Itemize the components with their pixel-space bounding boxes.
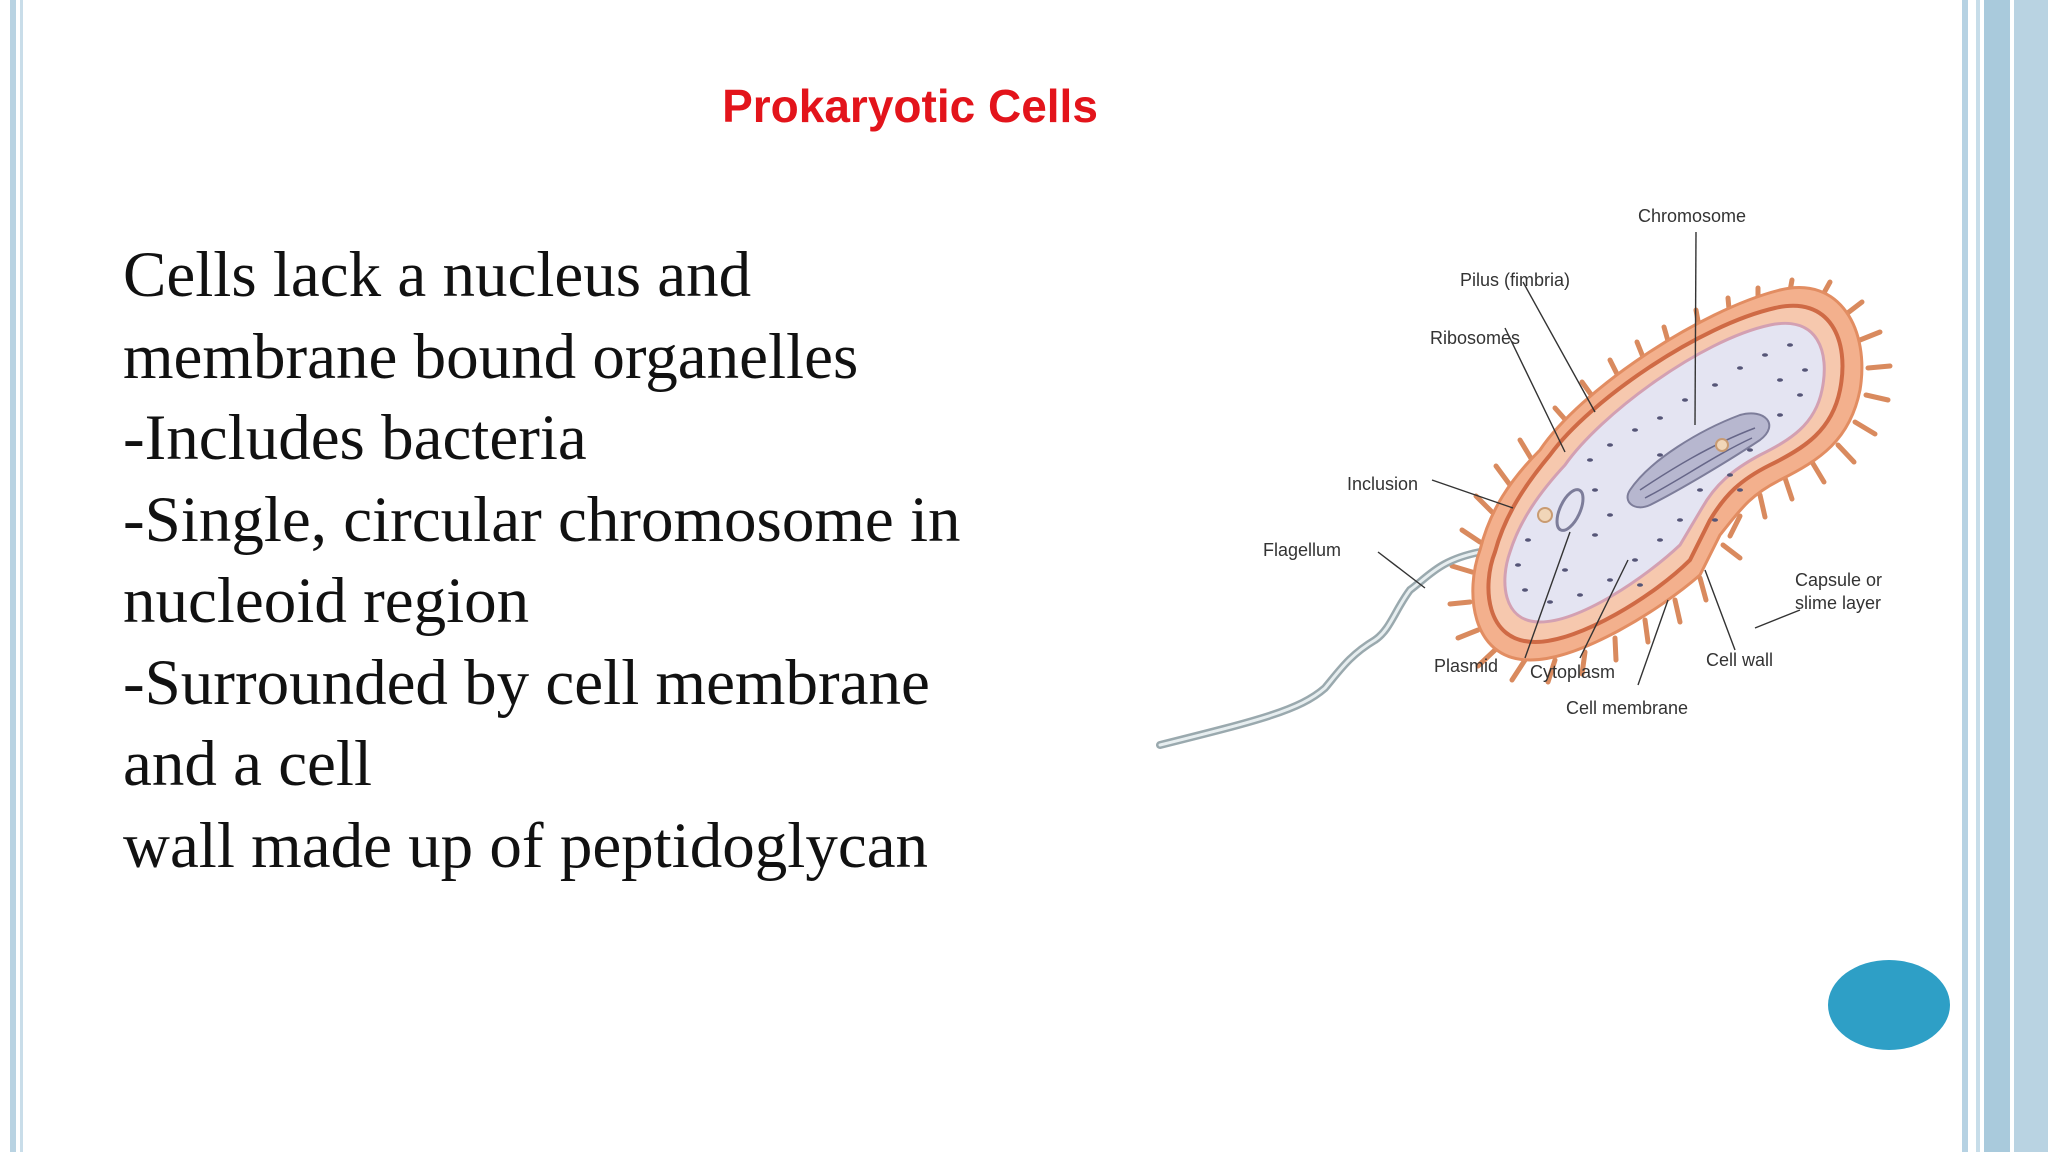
body-line: -Single, circular chromosome in: [123, 483, 961, 556]
label-flagellum: Flagellum: [1263, 540, 1341, 560]
pilus-strand: [1455, 627, 1481, 641]
ribosome-dot: [1737, 488, 1743, 492]
pilus-strand: [1579, 649, 1588, 677]
pilus-strand: [1852, 419, 1878, 437]
body-line: wall made up of peptidoglycan: [123, 809, 929, 882]
label-ribosomes: Ribosomes: [1430, 328, 1520, 348]
ribosome-dot: [1657, 538, 1663, 542]
prokaryotic-cell-diagram: Chromosome Pilus (fimbria) Ribosomes Inc…: [1140, 190, 1900, 770]
label-cell-membrane: Cell membrane: [1566, 698, 1688, 718]
left-border-decoration: [0, 0, 28, 1152]
ribosome-dot: [1787, 343, 1793, 347]
pilus-strand: [1545, 657, 1558, 685]
pilus-strand: [1720, 542, 1743, 561]
ribosome-dot: [1607, 513, 1613, 517]
pilus-strand: [1447, 599, 1473, 607]
pilus-strand: [1517, 437, 1535, 463]
ribosome-dot: [1712, 383, 1718, 387]
slide-nav-button[interactable]: [1828, 960, 1950, 1050]
ribosome-dot: [1587, 458, 1593, 462]
right-border-decoration: [1958, 0, 2048, 1152]
plasmid-shape: [1555, 488, 1585, 532]
body-line: -Includes bacteria: [123, 402, 587, 474]
ribosome-dot: [1515, 563, 1521, 567]
ribosome-dot: [1547, 600, 1553, 604]
pilus-strand: [1493, 463, 1513, 488]
label-chromosome: Chromosome: [1638, 206, 1746, 226]
ribosome-dot: [1677, 518, 1683, 522]
body-line: membrane bound organelles: [123, 320, 859, 393]
flagellum-shape: [1156, 548, 1484, 749]
ribosome-dot: [1522, 588, 1528, 592]
ribosome-dot: [1632, 428, 1638, 432]
ribosome-dot: [1727, 473, 1733, 477]
slide-body-text: Cells lack a nucleus and membrane bound …: [123, 235, 1123, 887]
pilus-strand: [1475, 647, 1498, 669]
ribosome-dot: [1762, 353, 1768, 357]
pilus-strand: [1459, 527, 1483, 545]
pilus-strand: [1865, 363, 1893, 371]
ribosome-dot: [1632, 558, 1638, 562]
ribosome-dot: [1777, 413, 1783, 417]
ribosome-dot: [1697, 488, 1703, 492]
body-line: and a cell: [123, 728, 373, 800]
ribosome-dot: [1592, 533, 1598, 537]
ribosome-dot: [1592, 488, 1598, 492]
ribosome-dot: [1777, 378, 1783, 382]
pilus-strand: [1473, 493, 1495, 515]
ribosome-dot: [1747, 448, 1753, 452]
pilus-strand: [1642, 617, 1651, 645]
ribosome-dot: [1657, 416, 1663, 420]
pilus-strand: [1727, 513, 1743, 539]
ribosome-dot: [1682, 398, 1688, 402]
ribosome-dot: [1637, 583, 1643, 587]
pilus-strand: [1835, 442, 1857, 465]
ribosome-dot: [1797, 393, 1803, 397]
label-cell-wall: Cell wall: [1706, 650, 1773, 670]
ribosome-dot: [1562, 568, 1568, 572]
body-line: -Surrounded by cell membrane: [123, 646, 930, 719]
pilus-strand: [1509, 657, 1528, 683]
body-line: Cells lack a nucleus and: [123, 239, 752, 311]
body-line: nucleoid region: [123, 565, 530, 637]
pilus-strand: [1672, 597, 1683, 625]
ribosome-dot: [1607, 578, 1613, 582]
ribosome-dot: [1607, 443, 1613, 447]
label-inclusion: Inclusion: [1347, 474, 1418, 494]
pilus-strand: [1757, 492, 1768, 520]
pilus-strand: [1697, 575, 1709, 603]
ribosome-dot: [1802, 368, 1808, 372]
label-pilus: Pilus (fimbria): [1460, 270, 1570, 290]
pilus-strand: [1863, 392, 1891, 403]
slide-title: Prokaryotic Cells: [722, 80, 1098, 132]
ribosome-dot: [1525, 538, 1531, 542]
pilus-strand: [1612, 635, 1619, 663]
ribosome-dot: [1712, 518, 1718, 522]
pilus-strand: [1449, 563, 1475, 575]
label-plasmid: Plasmid: [1434, 656, 1498, 676]
pilus-strand: [1782, 475, 1795, 502]
label-cytoplasm: Cytoplasm: [1530, 662, 1615, 682]
cell-illustration: Chromosome Pilus (fimbria) Ribosomes Inc…: [1156, 206, 1893, 749]
pilus-strand: [1857, 329, 1883, 343]
label-capsule-line2: slime layer: [1795, 593, 1881, 613]
ribosome-dot: [1737, 366, 1743, 370]
pilus-strand: [1809, 459, 1827, 485]
ribosome-dot: [1577, 593, 1583, 597]
inclusion-shape: [1537, 507, 1553, 523]
ribosome-dot: [1657, 453, 1663, 457]
label-capsule-line1: Capsule or: [1795, 570, 1882, 590]
